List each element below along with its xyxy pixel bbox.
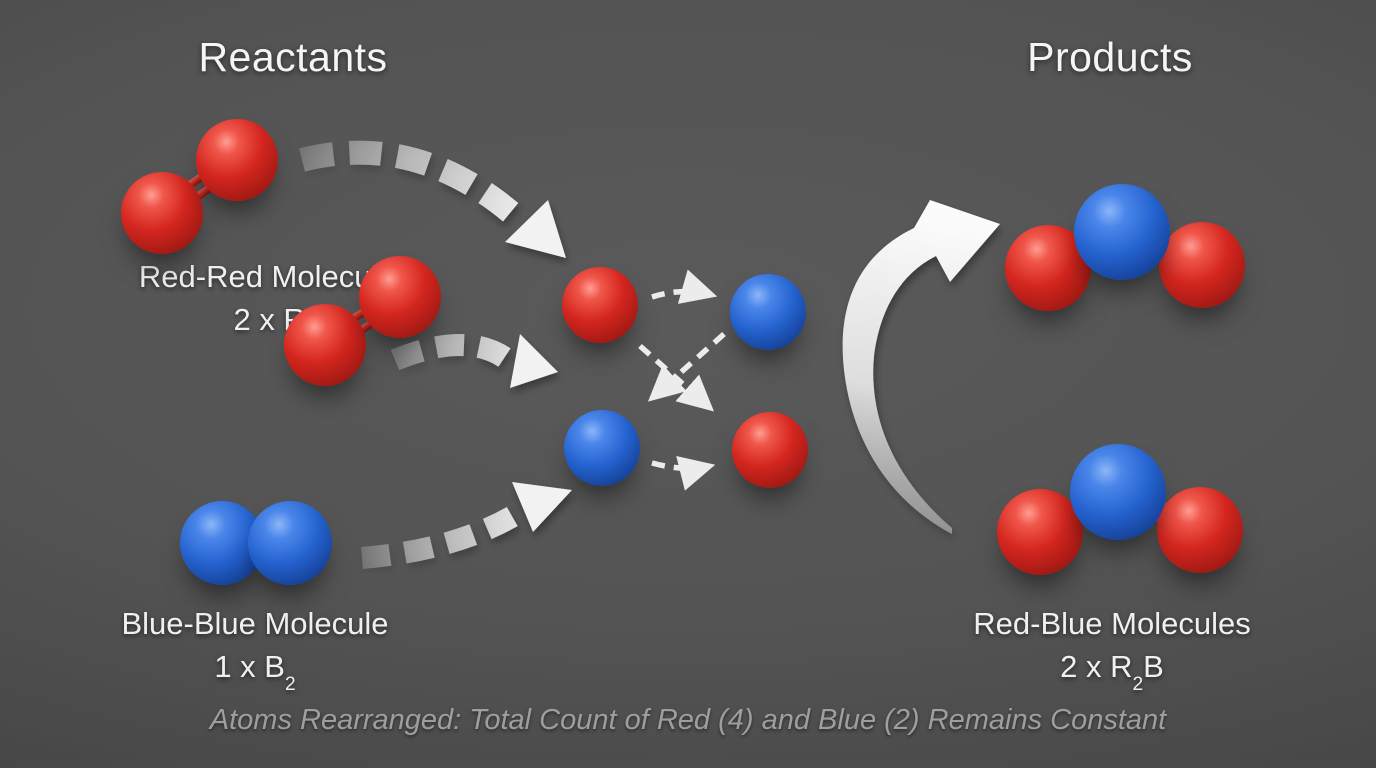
red-blue-formula: 2 x R2B: [922, 645, 1302, 694]
red-atom: [1157, 487, 1243, 573]
free-blue-atom: [730, 274, 806, 350]
blue-atom: [248, 501, 332, 585]
dashed-arrow-bottom: [651, 456, 716, 491]
red-atom: [359, 256, 441, 338]
reactants-title: Reactants: [198, 34, 388, 80]
red-atom: [1159, 222, 1245, 308]
reactant-arrow-middle: [390, 334, 558, 388]
blue-blue-label-block: Blue-Blue Molecule 1 x B2: [65, 602, 445, 694]
blue-blue-label: Blue-Blue Molecule: [121, 606, 389, 641]
red-blue-label: Red-Blue Molecules: [973, 606, 1251, 641]
blue-atom: [1070, 444, 1166, 540]
formula-prefix: 2 x R: [1060, 649, 1133, 684]
formula-subscript: 2: [284, 673, 296, 695]
formula-suffix: B: [1143, 649, 1164, 684]
red-blue-label-block: Red-Blue Molecules 2 x R2B: [922, 602, 1302, 694]
red-atom: [997, 489, 1083, 575]
caption: Atoms Rearranged: Total Count of Red (4)…: [209, 704, 1167, 736]
free-red-atom: [732, 412, 808, 488]
dashed-arrow-cross-right: [638, 343, 715, 412]
free-blue-atom: [564, 410, 640, 486]
reactant-arrow-top: [299, 140, 566, 258]
formula-prefix: 1 x B: [214, 649, 285, 684]
red-atom: [196, 119, 278, 201]
free-red-atom: [562, 267, 638, 343]
rearrangement-arrows: [638, 269, 726, 491]
dashed-arrow-cross-left: [647, 331, 726, 402]
formula-subscript: 2: [1132, 673, 1144, 695]
blue-blue-formula: 1 x B2: [65, 645, 445, 694]
products-title: Products: [1027, 34, 1193, 80]
dashed-arrow-top: [651, 269, 718, 304]
product-swoosh-arrow: [842, 200, 1000, 534]
red-atom: [284, 304, 366, 386]
reactant-arrow-bottom: [361, 482, 572, 569]
blue-atom: [1074, 184, 1170, 280]
red-atom: [121, 172, 203, 254]
